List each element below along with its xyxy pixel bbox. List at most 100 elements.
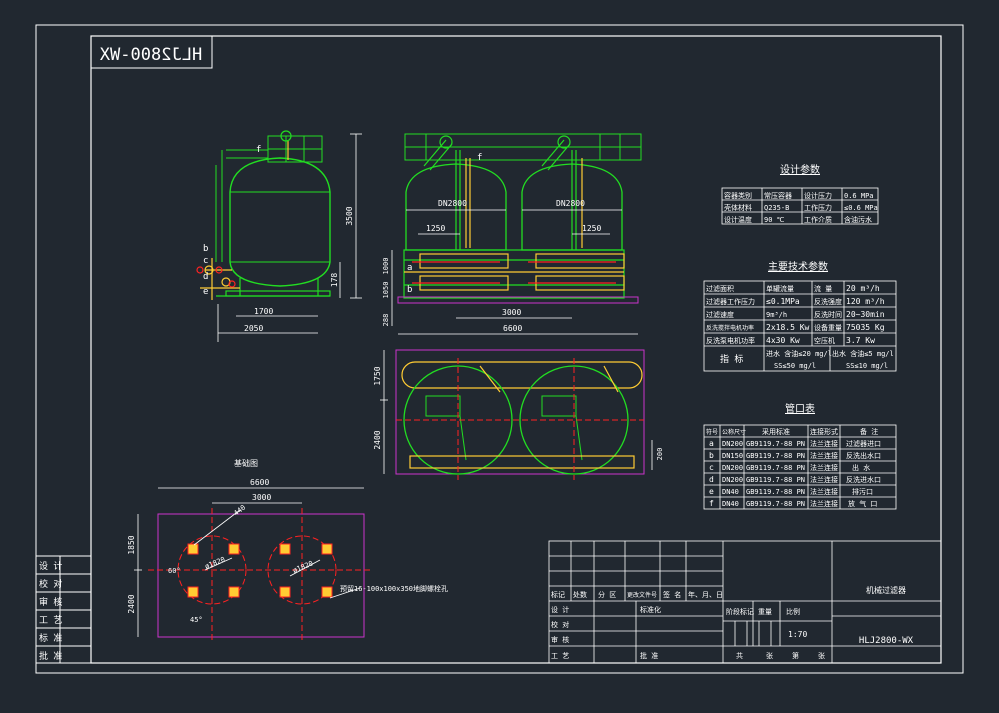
design-params-table: 设计参数 容器类别 常压容器 设计压力 0.6 MPa 壳体材料 Q235-B …	[721, 163, 879, 225]
tech-r4-c0: 反洗泵电机功率	[706, 336, 755, 345]
tb-sign-process: 工 艺	[551, 652, 569, 660]
nozzle-h4: 备 注	[860, 427, 878, 436]
plan-vessel-left	[403, 365, 513, 475]
nozzle-r1-c4: 反洗出水口	[846, 451, 881, 460]
nozzle-r5-c2: GB9119.7-88 PN	[746, 500, 805, 508]
tb-approve-label: 批 准	[640, 651, 658, 660]
tech-r4-c3: 3.7 Kw	[846, 336, 875, 345]
nozzle-r1-c3: 法兰连接	[810, 451, 838, 460]
tech-r0-c1: 单罐流量	[766, 284, 794, 293]
foundation-dim-a1: 60°	[168, 567, 181, 575]
tb-row-label-4: 签 名	[663, 590, 681, 599]
nozzle-r1-c1: DN150	[722, 452, 743, 460]
nozzle-r5-c1: DN40	[722, 500, 739, 508]
tech-r1-c3: 120 m³/h	[846, 297, 885, 306]
tech-r0-c0: 过滤面积	[706, 284, 734, 293]
foundation-dim-d1: ø1820	[204, 556, 227, 571]
left-label-design: 设 计	[39, 560, 62, 572]
front-dim-top-left: 1250	[426, 224, 445, 233]
foundation-dim-overall: 6600	[250, 478, 269, 487]
design-r1-c1: Q235-B	[764, 204, 789, 212]
tb-row-label-2: 分 区	[598, 590, 616, 599]
tb-sheet-1: 张	[766, 651, 773, 660]
nozzle-r0-c4: 过滤器进口	[846, 439, 881, 448]
design-r2-c3: 含油污水	[844, 215, 872, 224]
tb-row-label-1: 处数	[573, 590, 587, 599]
tb-sheet-3: 张	[818, 651, 825, 660]
tech-r1-c0: 过滤器工作压力	[706, 297, 755, 306]
nozzle-r4-c1: DN40	[722, 488, 739, 496]
tb-drawing-name: 机械过滤器	[866, 585, 906, 595]
nozzle-r2-c2: GB9119.7-88 PN	[746, 464, 805, 472]
foundation-dim-center: 3000	[252, 493, 271, 502]
tb-scale-value: 1:70	[788, 630, 807, 639]
foundation-note: 预留16-100x100x350地脚螺栓孔	[340, 584, 448, 593]
tech-quality-in2: SS≤50 mg/l	[774, 362, 816, 370]
tech-r3-c3: 75035 Kg	[846, 323, 885, 332]
foundation-dim-d2: ø1820	[292, 560, 315, 575]
tb-sign-check: 校 对	[551, 620, 569, 629]
nozzle-r0-c3: 法兰连接	[810, 439, 838, 448]
nozzle-r2-c0: c	[709, 463, 714, 472]
tech-quality-label: 指 标	[720, 353, 743, 365]
nozzle-r1-c0: b	[709, 451, 714, 460]
plan-dimensions	[380, 350, 653, 474]
tech-r2-c3: 20~30min	[846, 310, 885, 319]
tech-r0-c3: 20 m³/h	[846, 284, 880, 293]
front-dim-h2: 1050	[382, 282, 390, 299]
tech-r2-c2: 反洗时间	[814, 310, 842, 319]
plan-dim-right: 200	[656, 448, 664, 461]
side-nozzle-tag-e: e	[203, 287, 208, 297]
front-nozzle-tag-b: b	[407, 285, 412, 295]
nozzle-r4-c0: e	[709, 487, 714, 496]
tech-r1-c2: 反洗强度	[814, 297, 842, 306]
front-dim-top-right: 1250	[582, 224, 601, 233]
nozzle-r3-c0: d	[709, 475, 714, 484]
side-dim-height: 3500	[345, 206, 354, 225]
tb-sign-design: 设 计	[551, 605, 569, 614]
tech-r0-c2: 流 量	[814, 284, 832, 293]
foundation-dim-pitch: 440	[232, 503, 247, 517]
side-piping	[200, 130, 292, 300]
tb-sheet-2: 第	[792, 651, 799, 660]
nozzle-r3-c3: 法兰连接	[810, 475, 838, 484]
tech-r4-c2: 空压机	[814, 336, 835, 345]
design-r0-c1: 常压容器	[764, 191, 792, 200]
side-dim-inner: 178	[330, 273, 339, 288]
design-r1-c2: 工作压力	[804, 203, 832, 212]
side-nozzle-tag-f: f	[256, 145, 261, 155]
tb-scale-label: 比例	[786, 607, 800, 616]
nozzle-r0-c1: DN200	[722, 440, 743, 448]
design-r0-c3: 0.6 MPa	[844, 192, 874, 200]
foundation-dim-a2: 45°	[190, 616, 203, 624]
design-r2-c2: 工作介质	[804, 215, 832, 224]
tb-stage-label: 阶段标记	[726, 607, 754, 616]
front-manifold	[403, 249, 625, 299]
front-view: DN2800 DN2800 a b f 1250 1250 3000 6600 …	[382, 133, 642, 335]
nozzle-table-title: 管口表	[785, 402, 815, 415]
tech-r3-c0: 反洗搅拌电机功率	[706, 324, 754, 332]
design-r1-c3: ≤0.6 MPa	[844, 204, 878, 212]
left-label-standard: 标 准	[39, 632, 62, 644]
nozzle-h0: 符号	[706, 428, 718, 436]
tech-r3-c2: 设备重量	[814, 323, 842, 332]
side-nozzle-tag-d: d	[203, 272, 208, 282]
side-vessel-body	[229, 157, 331, 287]
tech-r3-c1: 2x18.5 Kw	[766, 323, 810, 332]
front-vessel-right	[521, 163, 623, 251]
side-view: b c d e f 3500 178 1700 2050	[196, 130, 362, 342]
side-nozzle-tag-c: c	[203, 256, 208, 266]
left-label-check: 校 对	[39, 578, 62, 590]
front-dim-h3: 288	[382, 314, 390, 327]
design-r1-c0: 壳体材料	[724, 203, 752, 212]
side-dim-base: 2050	[244, 324, 263, 333]
design-params-title: 设计参数	[780, 163, 820, 176]
front-vessel-left-label: DN2800	[438, 199, 467, 208]
nozzle-r4-c3: 法兰连接	[810, 487, 838, 496]
tech-r2-c1: 9m³/h	[766, 311, 787, 319]
foundation-dim-h2: 2400	[127, 594, 136, 613]
foundation-outline	[157, 513, 365, 638]
left-label-process: 工 艺	[39, 615, 62, 626]
nozzle-r4-c4: 排污口	[852, 487, 873, 496]
